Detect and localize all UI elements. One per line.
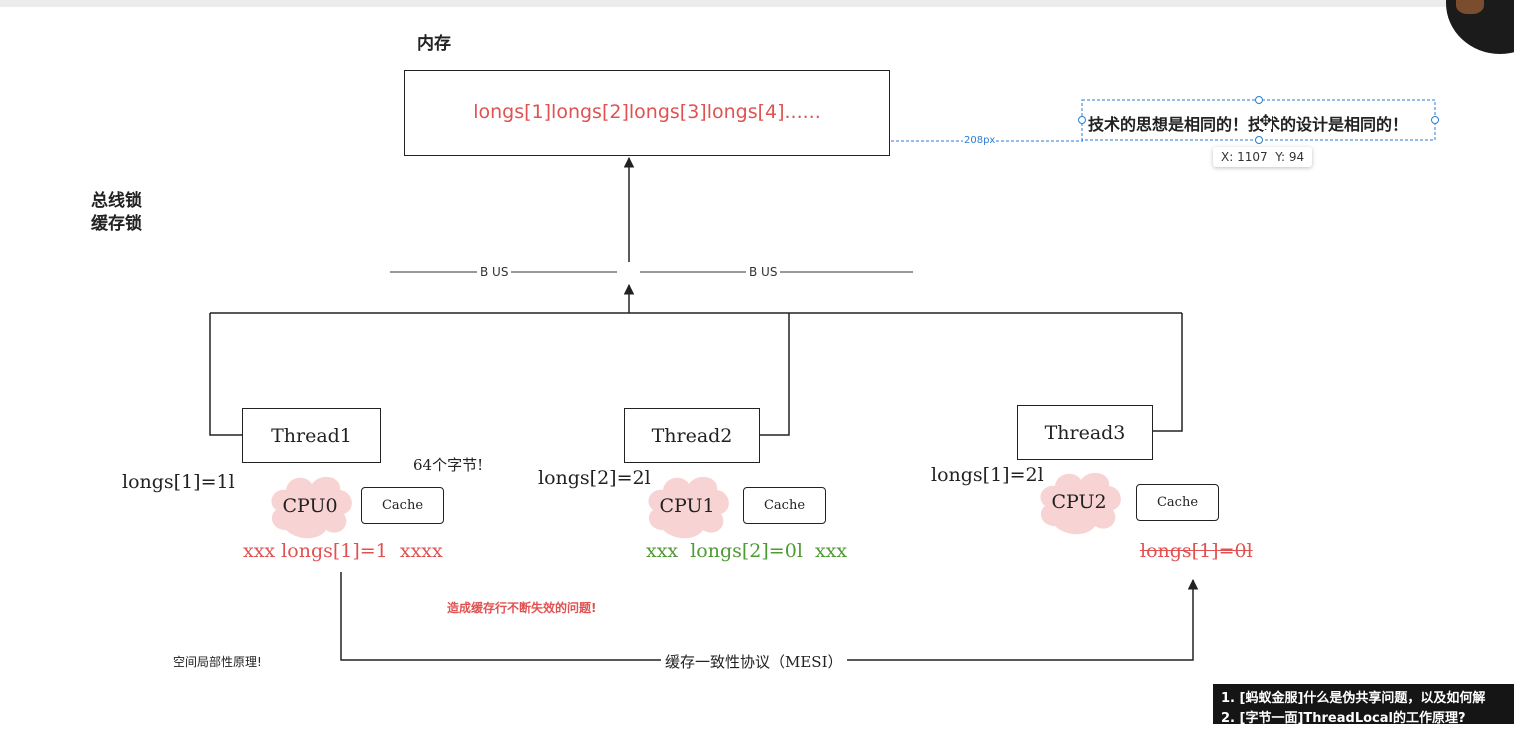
- memory-box[interactable]: longs[1]longs[2]longs[3]longs[4]......: [404, 70, 890, 156]
- top-toolbar-strip: [0, 0, 1514, 7]
- cpu0-cache-box[interactable]: Cache: [361, 487, 444, 524]
- question-item: 2. [字节一面]ThreadLocal的工作原理?: [1221, 711, 1466, 726]
- mesi-protocol-label: 缓存一致性协议（MESI）: [661, 651, 847, 672]
- bytes-note: 64个字节!: [413, 456, 484, 474]
- bus-lock-label: 总线锁: [91, 191, 142, 211]
- thread2-box[interactable]: Thread2: [624, 408, 760, 463]
- thread3-value-label: longs[1]=2l: [931, 464, 1044, 486]
- cloud-shape-icon: [648, 476, 729, 539]
- thread2-label: Thread2: [651, 424, 733, 447]
- cpu0-cache-label: Cache: [381, 498, 424, 513]
- design-note[interactable]: 技术的思想是相同的！技术的设计是相同的！: [1088, 115, 1409, 134]
- cpu0-cloud[interactable]: CPU0: [264, 470, 356, 542]
- thread1-connector: [209, 313, 242, 436]
- selection-handle-bottom: [1255, 136, 1263, 144]
- thread1-label: Thread1: [271, 424, 352, 447]
- memory-contents: longs[1]longs[2]longs[3]longs[4]......: [473, 101, 821, 123]
- invalidation-note: 造成缓存行不断失效的问题!: [447, 601, 597, 615]
- cpu0-label: CPU0: [282, 495, 338, 517]
- cpu0-cache-line: xxx longs[1]=1 xxxx: [243, 540, 443, 562]
- cloud-shape-icon: [1040, 472, 1121, 535]
- cpu2-cloud[interactable]: CPU2: [1033, 466, 1125, 538]
- thread1-value-label: longs[1]=1l: [122, 471, 235, 493]
- questions-panel: 1. [蚂蚁金服]什么是伪共享问题，以及如何解 2. [字节一面]ThreadL…: [1213, 684, 1514, 726]
- cloud-shape-icon: [271, 476, 352, 539]
- cpu2-label: CPU2: [1051, 491, 1107, 513]
- cache-lock-label: 缓存锁: [91, 214, 142, 234]
- distance-label: 208px: [963, 135, 997, 146]
- cpu2-cache-label: Cache: [1156, 495, 1199, 510]
- question-item: 1. [蚂蚁金服]什么是伪共享问题，以及如何解: [1221, 691, 1486, 706]
- locality-note: 空间局部性原理!: [173, 655, 262, 669]
- thread1-box[interactable]: Thread1: [242, 408, 381, 463]
- move-cursor-icon: ✥: [1259, 111, 1273, 130]
- thread2-value-label: longs[2]=2l: [538, 467, 651, 489]
- bus-label-left: B US: [477, 265, 512, 279]
- cpu1-cloud[interactable]: CPU1: [641, 470, 733, 542]
- thread3-connector: [1152, 313, 1183, 432]
- mesi-protocol-path: [340, 572, 1199, 661]
- cpu1-label: CPU1: [659, 495, 715, 517]
- cpu1-cache-box[interactable]: Cache: [743, 487, 826, 524]
- cpu1-cache-label: Cache: [763, 498, 806, 513]
- selection-handle-right: [1431, 116, 1439, 124]
- bus-label-right: B US: [746, 265, 781, 279]
- cpu1-cache-line: xxx longs[2]=0l xxx: [646, 540, 848, 562]
- thread2-connector: [759, 313, 790, 436]
- cursor-coordinates-tooltip: X: 1107 Y: 94: [1213, 147, 1313, 167]
- selection-handle-top: [1255, 96, 1263, 104]
- cpu2-cache-line-invalidated: longs[1]=0l: [1140, 540, 1253, 562]
- memory-title: 内存: [417, 34, 451, 54]
- cpu2-cache-box[interactable]: Cache: [1136, 484, 1219, 521]
- selection-handle-left: [1078, 116, 1086, 124]
- thread3-box[interactable]: Thread3: [1017, 405, 1153, 460]
- thread3-label: Thread3: [1044, 421, 1126, 444]
